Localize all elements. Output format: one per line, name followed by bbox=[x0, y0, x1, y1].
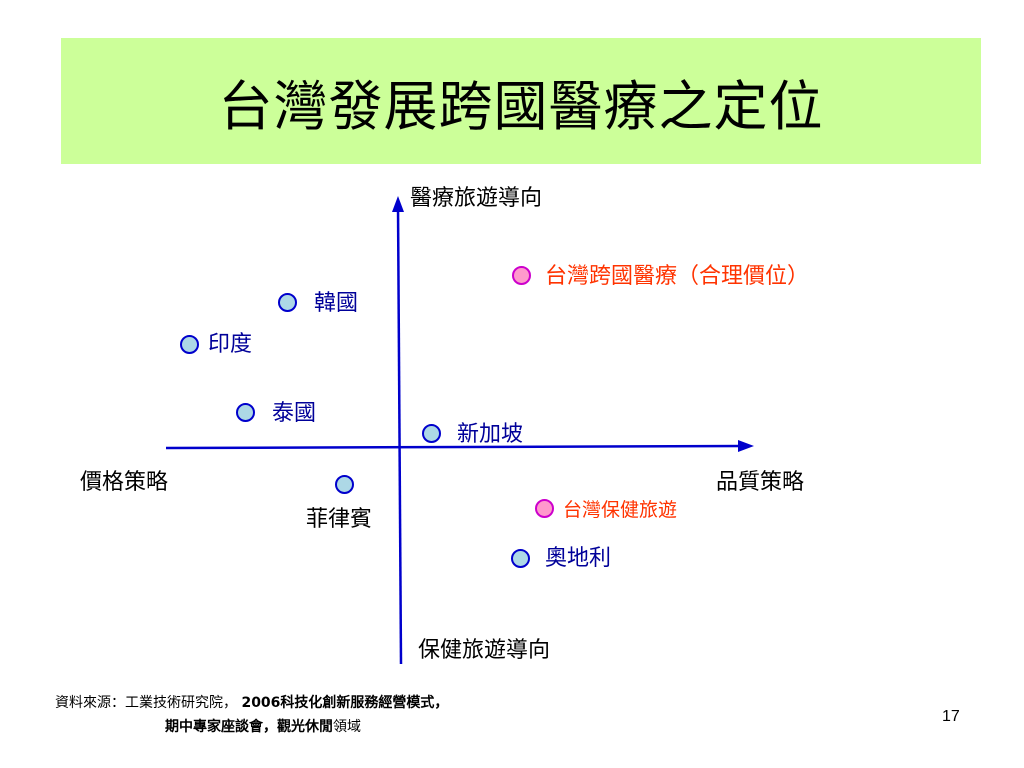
marker-taiwan-medical bbox=[512, 266, 531, 285]
source-line2-tail: 領域 bbox=[333, 719, 361, 735]
source-prefix: 資料來源：工業技術研究院， bbox=[55, 695, 237, 711]
vertical-axis bbox=[396, 205, 403, 665]
horizontal-axis bbox=[165, 444, 746, 450]
label-taiwan-health: 台灣保健旅遊 bbox=[563, 499, 678, 521]
page-number: 17 bbox=[942, 708, 960, 725]
label-philippines: 菲律賓 bbox=[306, 507, 373, 532]
vertical-axis-arrow bbox=[392, 196, 404, 212]
marker-india bbox=[180, 335, 199, 354]
source-line-1: 資料來源：工業技術研究院， 2006科技化創新服務經營模式， bbox=[55, 692, 448, 712]
marker-philippines bbox=[335, 475, 354, 494]
page-title: 台灣發展跨國醫療之定位 bbox=[218, 74, 824, 138]
marker-taiwan-health bbox=[535, 499, 554, 518]
horizontal-axis-arrow bbox=[738, 440, 754, 452]
source-line-2: 期中專家座談會，觀光休閒領域 bbox=[165, 716, 361, 736]
marker-korea bbox=[278, 293, 297, 312]
marker-thailand bbox=[236, 403, 255, 422]
axis-label-top: 醫療旅遊導向 bbox=[410, 186, 543, 211]
source-line1-bold: 2006科技化創新服務經營模式， bbox=[241, 695, 449, 711]
label-singapore: 新加坡 bbox=[457, 422, 524, 447]
axis-label-bottom: 保健旅遊導向 bbox=[418, 638, 551, 663]
marker-singapore bbox=[422, 424, 441, 443]
axis-label-right: 品質策略 bbox=[716, 470, 805, 495]
axis-label-left: 價格策略 bbox=[80, 470, 169, 495]
title-banner: 台灣發展跨國醫療之定位 bbox=[61, 38, 981, 164]
label-korea: 韓國 bbox=[314, 291, 359, 316]
marker-austria bbox=[511, 549, 530, 568]
label-austria: 奧地利 bbox=[545, 546, 612, 571]
label-taiwan-medical: 台灣跨國醫療（合理價位） bbox=[545, 264, 810, 289]
label-india: 印度 bbox=[208, 332, 253, 357]
label-thailand: 泰國 bbox=[272, 401, 317, 426]
source-line2-bold: 期中專家座談會，觀光休閒 bbox=[165, 719, 333, 735]
